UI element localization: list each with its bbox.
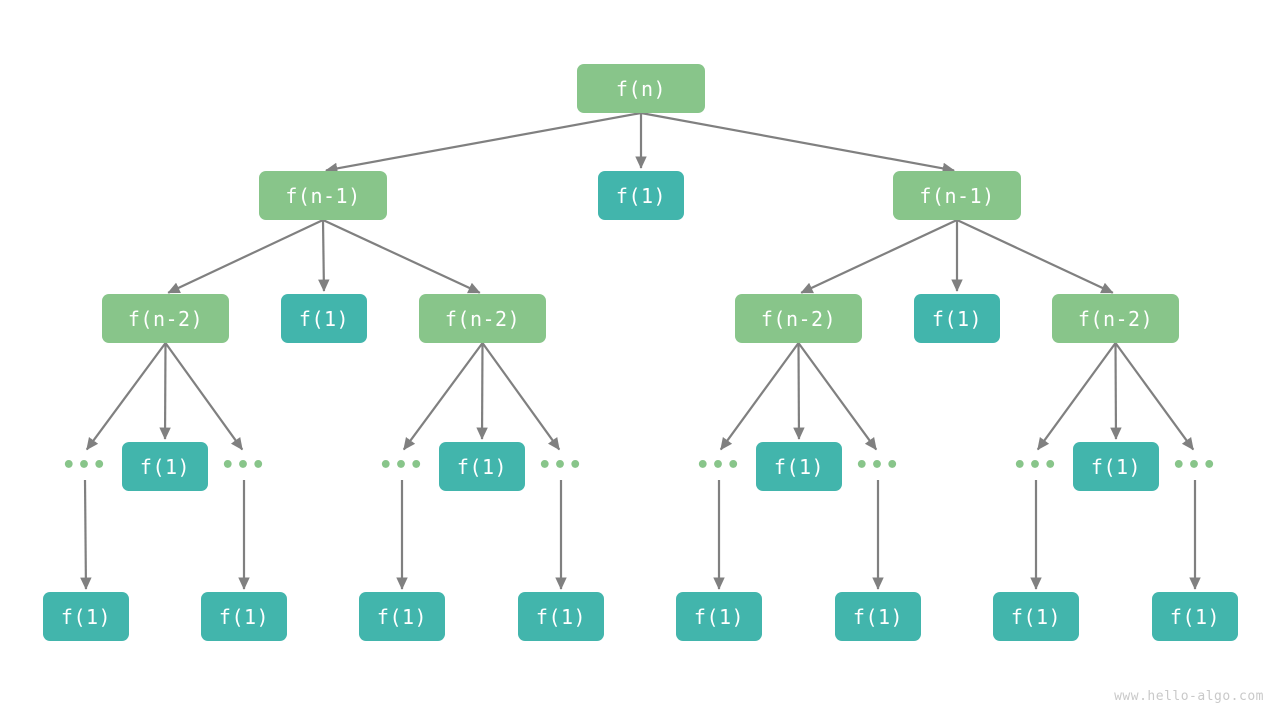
tree-node-l4-4: f(1) <box>439 442 525 491</box>
tree-edge-l3-2-to-e4-3 <box>402 342 484 451</box>
tree-node-l5-3: f(1) <box>518 592 604 641</box>
tree-node-l4-1: f(1) <box>122 442 208 491</box>
tree-node-l5-7: f(1) <box>1152 592 1238 641</box>
tree-node-l4-7: f(1) <box>756 442 842 491</box>
tree-ellipsis-e4-5: ••• <box>538 453 584 478</box>
tree-edge-l3-5-to-e4-11 <box>1114 342 1195 451</box>
tree-node-l5-1: f(1) <box>201 592 287 641</box>
tree-node-l3-3: f(n-2) <box>735 294 862 343</box>
tree-node-l4-10: f(1) <box>1073 442 1159 491</box>
tree-edge-l3-0-to-e4-2 <box>164 342 244 451</box>
tree-node-l3-4: f(1) <box>914 294 1000 343</box>
tree-node-l3-1: f(1) <box>281 294 367 343</box>
tree-node-l3-0: f(n-2) <box>102 294 229 343</box>
tree-ellipsis-e4-8: ••• <box>855 453 901 478</box>
tree-edge-l2-2-to-l3-5 <box>956 219 1114 294</box>
tree-ellipsis-e4-9: ••• <box>1013 453 1059 478</box>
tree-ellipsis-e4-6: ••• <box>696 453 742 478</box>
tree-ellipsis-e4-0: ••• <box>62 453 108 478</box>
tree-node-l5-0: f(1) <box>43 592 129 641</box>
tree-edge-l3-3-to-e4-8 <box>797 342 878 451</box>
tree-edge-l3-2-to-e4-5 <box>481 342 561 451</box>
tree-node-l3-2: f(n-2) <box>419 294 546 343</box>
tree-node-l5-5: f(1) <box>835 592 921 641</box>
tree-ellipsis-e4-3: ••• <box>379 453 425 478</box>
tree-ellipsis-e4-2: ••• <box>221 453 267 478</box>
tree-node-l2-0: f(n-1) <box>259 171 387 220</box>
tree-edge-l2-0-to-l3-2 <box>322 219 481 294</box>
tree-node-l1-0: f(n) <box>577 64 705 113</box>
watermark: www.hello-algo.com <box>1114 689 1264 704</box>
tree-node-l2-2: f(n-1) <box>893 171 1021 220</box>
tree-node-l3-5: f(n-2) <box>1052 294 1179 343</box>
tree-edge-l1-0-to-l2-0 <box>325 111 642 175</box>
tree-edge-l3-3-to-e4-6 <box>719 342 800 451</box>
tree-edge-l3-5-to-e4-9 <box>1036 342 1117 451</box>
tree-edge-l2-0-to-l3-1 <box>318 219 330 292</box>
tree-edge-e4-0-to-l5-0 <box>80 479 92 590</box>
tree-edge-l2-0-to-l3-0 <box>167 219 324 294</box>
tree-edge-l3-0-to-e4-0 <box>85 342 167 451</box>
tree-edge-l1-0-to-l2-2 <box>640 111 955 175</box>
tree-node-l5-2: f(1) <box>359 592 445 641</box>
tree-node-l5-6: f(1) <box>993 592 1079 641</box>
tree-node-l5-4: f(1) <box>676 592 762 641</box>
tree-node-l2-1: f(1) <box>598 171 684 220</box>
tree-ellipsis-e4-11: ••• <box>1172 453 1218 478</box>
tree-edge-l2-2-to-l3-3 <box>800 219 958 294</box>
